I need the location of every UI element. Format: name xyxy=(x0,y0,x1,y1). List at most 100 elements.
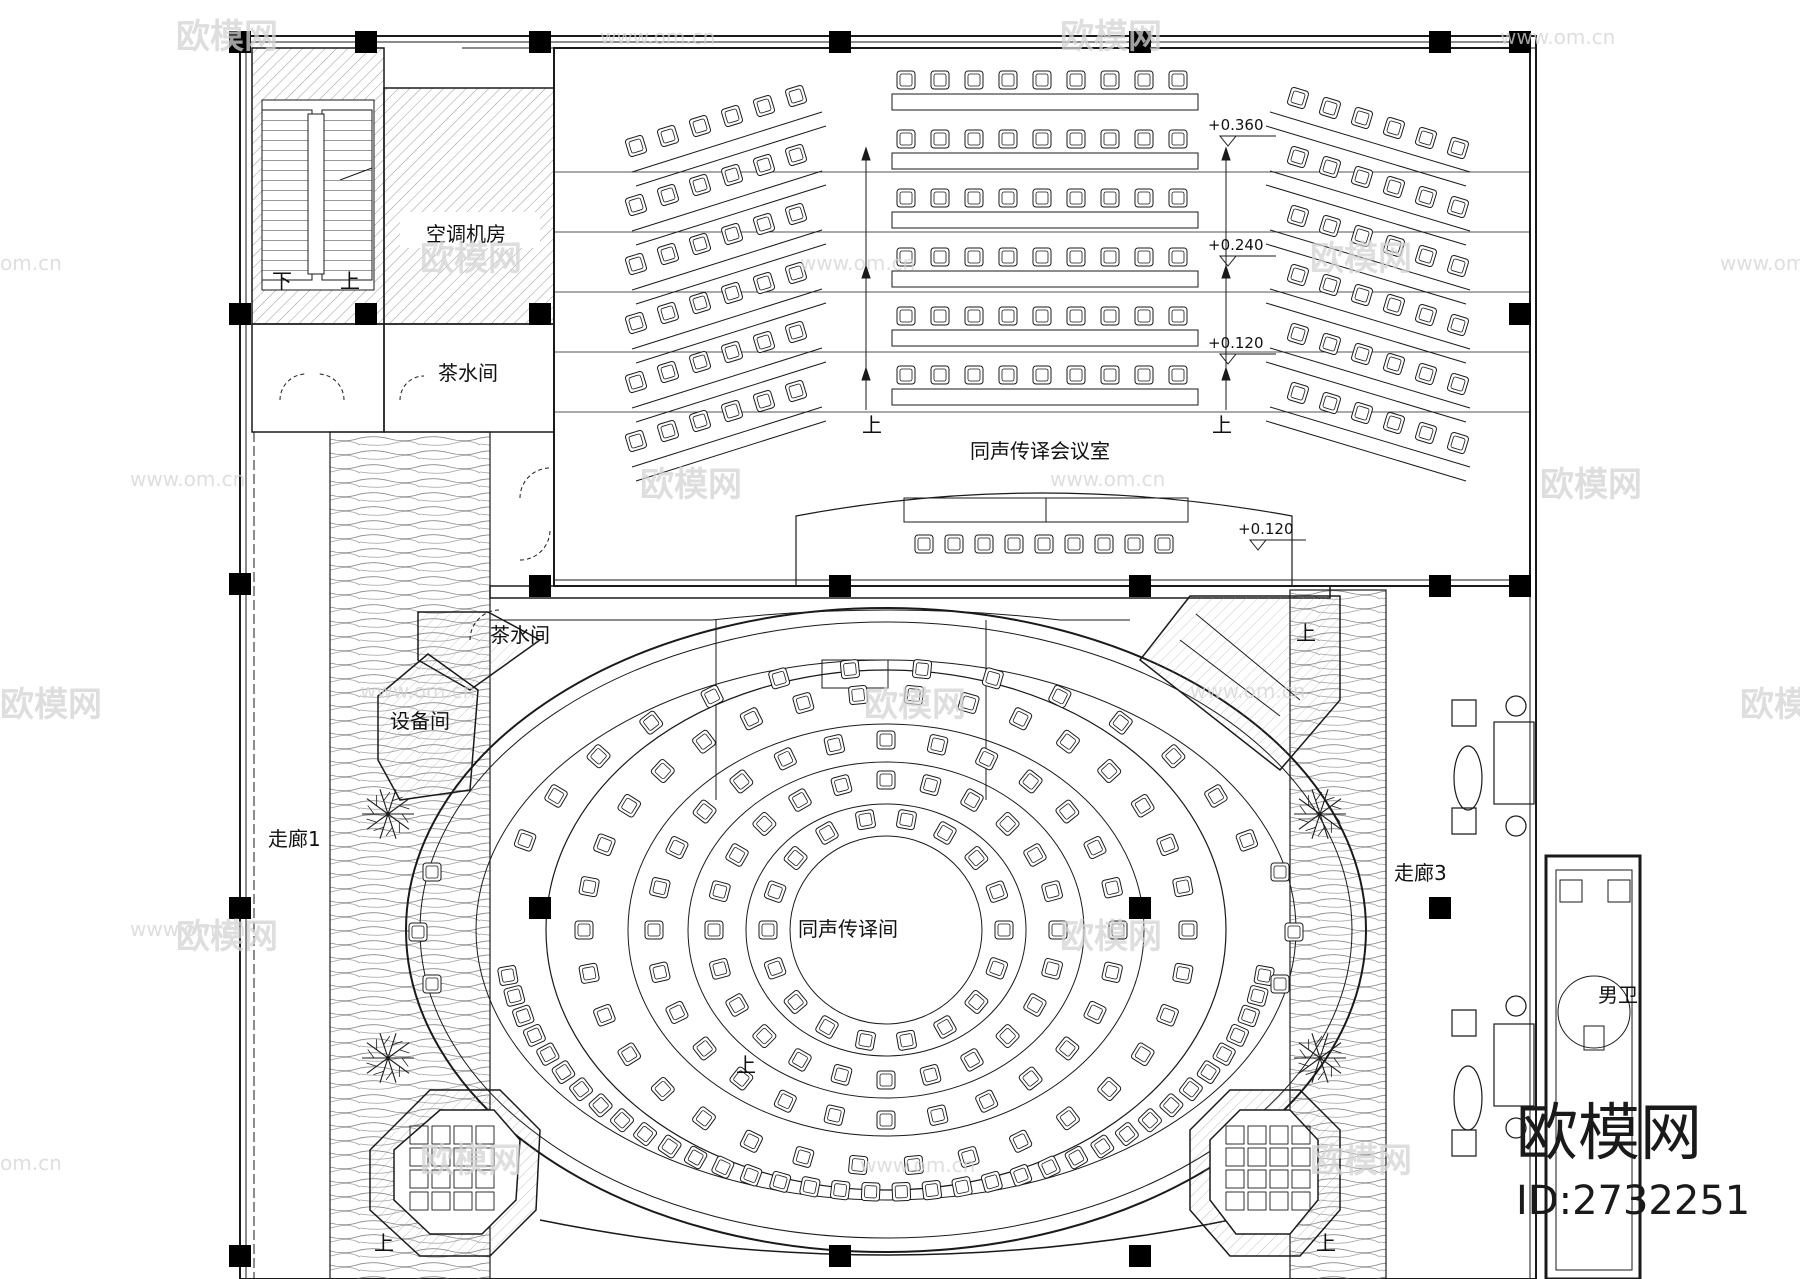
seat-cushion xyxy=(999,815,1016,832)
lobby-seat-cell xyxy=(431,1125,451,1145)
watermark-url-11: om.cn xyxy=(0,251,62,275)
tree-branch xyxy=(387,798,410,815)
seat xyxy=(930,247,950,267)
seat-cushion xyxy=(961,695,976,711)
seat xyxy=(544,784,568,808)
tree-twig xyxy=(1315,1035,1323,1045)
seat-back xyxy=(998,247,1018,267)
tree-twig xyxy=(1331,805,1342,810)
seat-cushion xyxy=(582,879,597,894)
seat-back xyxy=(768,667,791,690)
seat-back xyxy=(1023,993,1047,1017)
seat xyxy=(919,774,942,796)
seat-cushion xyxy=(573,1081,590,1098)
seat xyxy=(665,1000,689,1024)
seat-cushion xyxy=(1069,309,1083,323)
seat xyxy=(1066,188,1086,208)
tree-twig xyxy=(367,805,375,815)
seat-cushion xyxy=(967,250,981,264)
corridor-3-label: 走廊3 xyxy=(1394,861,1447,885)
seat xyxy=(964,306,984,326)
seat-back xyxy=(785,203,807,225)
seat-back xyxy=(995,1024,1020,1049)
seat-back xyxy=(1383,412,1405,434)
seat-back xyxy=(711,1155,735,1179)
seat xyxy=(1447,137,1469,159)
seat xyxy=(785,85,807,107)
seat-back xyxy=(1447,137,1469,159)
seat xyxy=(1154,534,1174,554)
seat xyxy=(1351,402,1373,424)
seat xyxy=(633,1122,658,1146)
seat-cushion xyxy=(724,285,740,301)
left-window-wall xyxy=(239,432,255,1279)
seat-back xyxy=(1178,920,1198,940)
seat xyxy=(1383,412,1405,434)
stair-core xyxy=(251,47,385,325)
tree-branch xyxy=(387,1057,410,1074)
seat xyxy=(692,799,717,824)
seat-cushion xyxy=(879,773,893,787)
seat-cushion xyxy=(968,849,985,867)
seat-back xyxy=(830,1064,853,1086)
seat-back xyxy=(593,1003,616,1027)
column xyxy=(229,573,251,595)
seat-back xyxy=(1172,876,1194,898)
watermark-logo-11: 欧模网 xyxy=(1060,917,1162,957)
seat xyxy=(625,253,647,275)
seat-back xyxy=(930,365,950,385)
seat xyxy=(1172,962,1194,984)
seat xyxy=(1447,314,1469,336)
seat-back xyxy=(848,684,869,706)
tree-branch xyxy=(1319,1057,1342,1074)
brand-overlay: 欧模网 ID:2732251 xyxy=(1516,1096,1750,1224)
seat-back xyxy=(1319,215,1341,237)
seat-back xyxy=(1156,833,1179,857)
seat xyxy=(753,154,775,176)
seat xyxy=(957,692,980,714)
mens-toilet xyxy=(1544,854,1642,1279)
seat-back xyxy=(957,692,980,714)
seat-back xyxy=(1319,333,1341,355)
seat-back xyxy=(1004,534,1024,554)
seat-cushion xyxy=(1163,1097,1180,1114)
seat-cushion xyxy=(724,403,740,419)
seat-cushion xyxy=(692,295,708,311)
seat-back xyxy=(1319,274,1341,296)
seat xyxy=(848,684,869,706)
seat-cushion xyxy=(1067,537,1081,551)
seat xyxy=(610,1108,635,1133)
watermark-logo-7: 欧模网 xyxy=(0,685,102,725)
seat xyxy=(644,920,664,940)
seat-back xyxy=(1055,799,1080,824)
seat-back xyxy=(1066,188,1086,208)
seat-cushion xyxy=(967,368,981,382)
seat-back xyxy=(721,164,743,186)
seat-back xyxy=(1056,1106,1080,1131)
seat-cushion xyxy=(788,206,804,222)
seat xyxy=(974,534,994,554)
seat-back xyxy=(876,1070,896,1090)
seat xyxy=(1032,129,1052,149)
seat-back xyxy=(665,1000,689,1024)
seat-cushion xyxy=(1241,1008,1257,1024)
seat-back xyxy=(1168,365,1188,385)
seat-cushion xyxy=(899,191,913,205)
seat xyxy=(1383,294,1405,316)
seat xyxy=(876,1070,896,1090)
seat-back xyxy=(689,115,711,137)
seat xyxy=(704,920,724,940)
watermark-url-10: www.om.cn xyxy=(860,1153,975,1177)
tree-twig xyxy=(1324,1040,1335,1046)
seat-back xyxy=(523,1023,546,1047)
tree-twig xyxy=(1333,813,1341,823)
seat-back xyxy=(1131,1042,1155,1066)
seat-cushion xyxy=(724,226,740,242)
seat-cushion xyxy=(772,1174,788,1190)
desk-edge xyxy=(1269,347,1471,409)
seat-back xyxy=(1270,862,1290,882)
seat-back xyxy=(1018,769,1043,794)
seat xyxy=(1179,1077,1203,1102)
seat-back xyxy=(683,1145,708,1170)
seat xyxy=(960,788,984,812)
